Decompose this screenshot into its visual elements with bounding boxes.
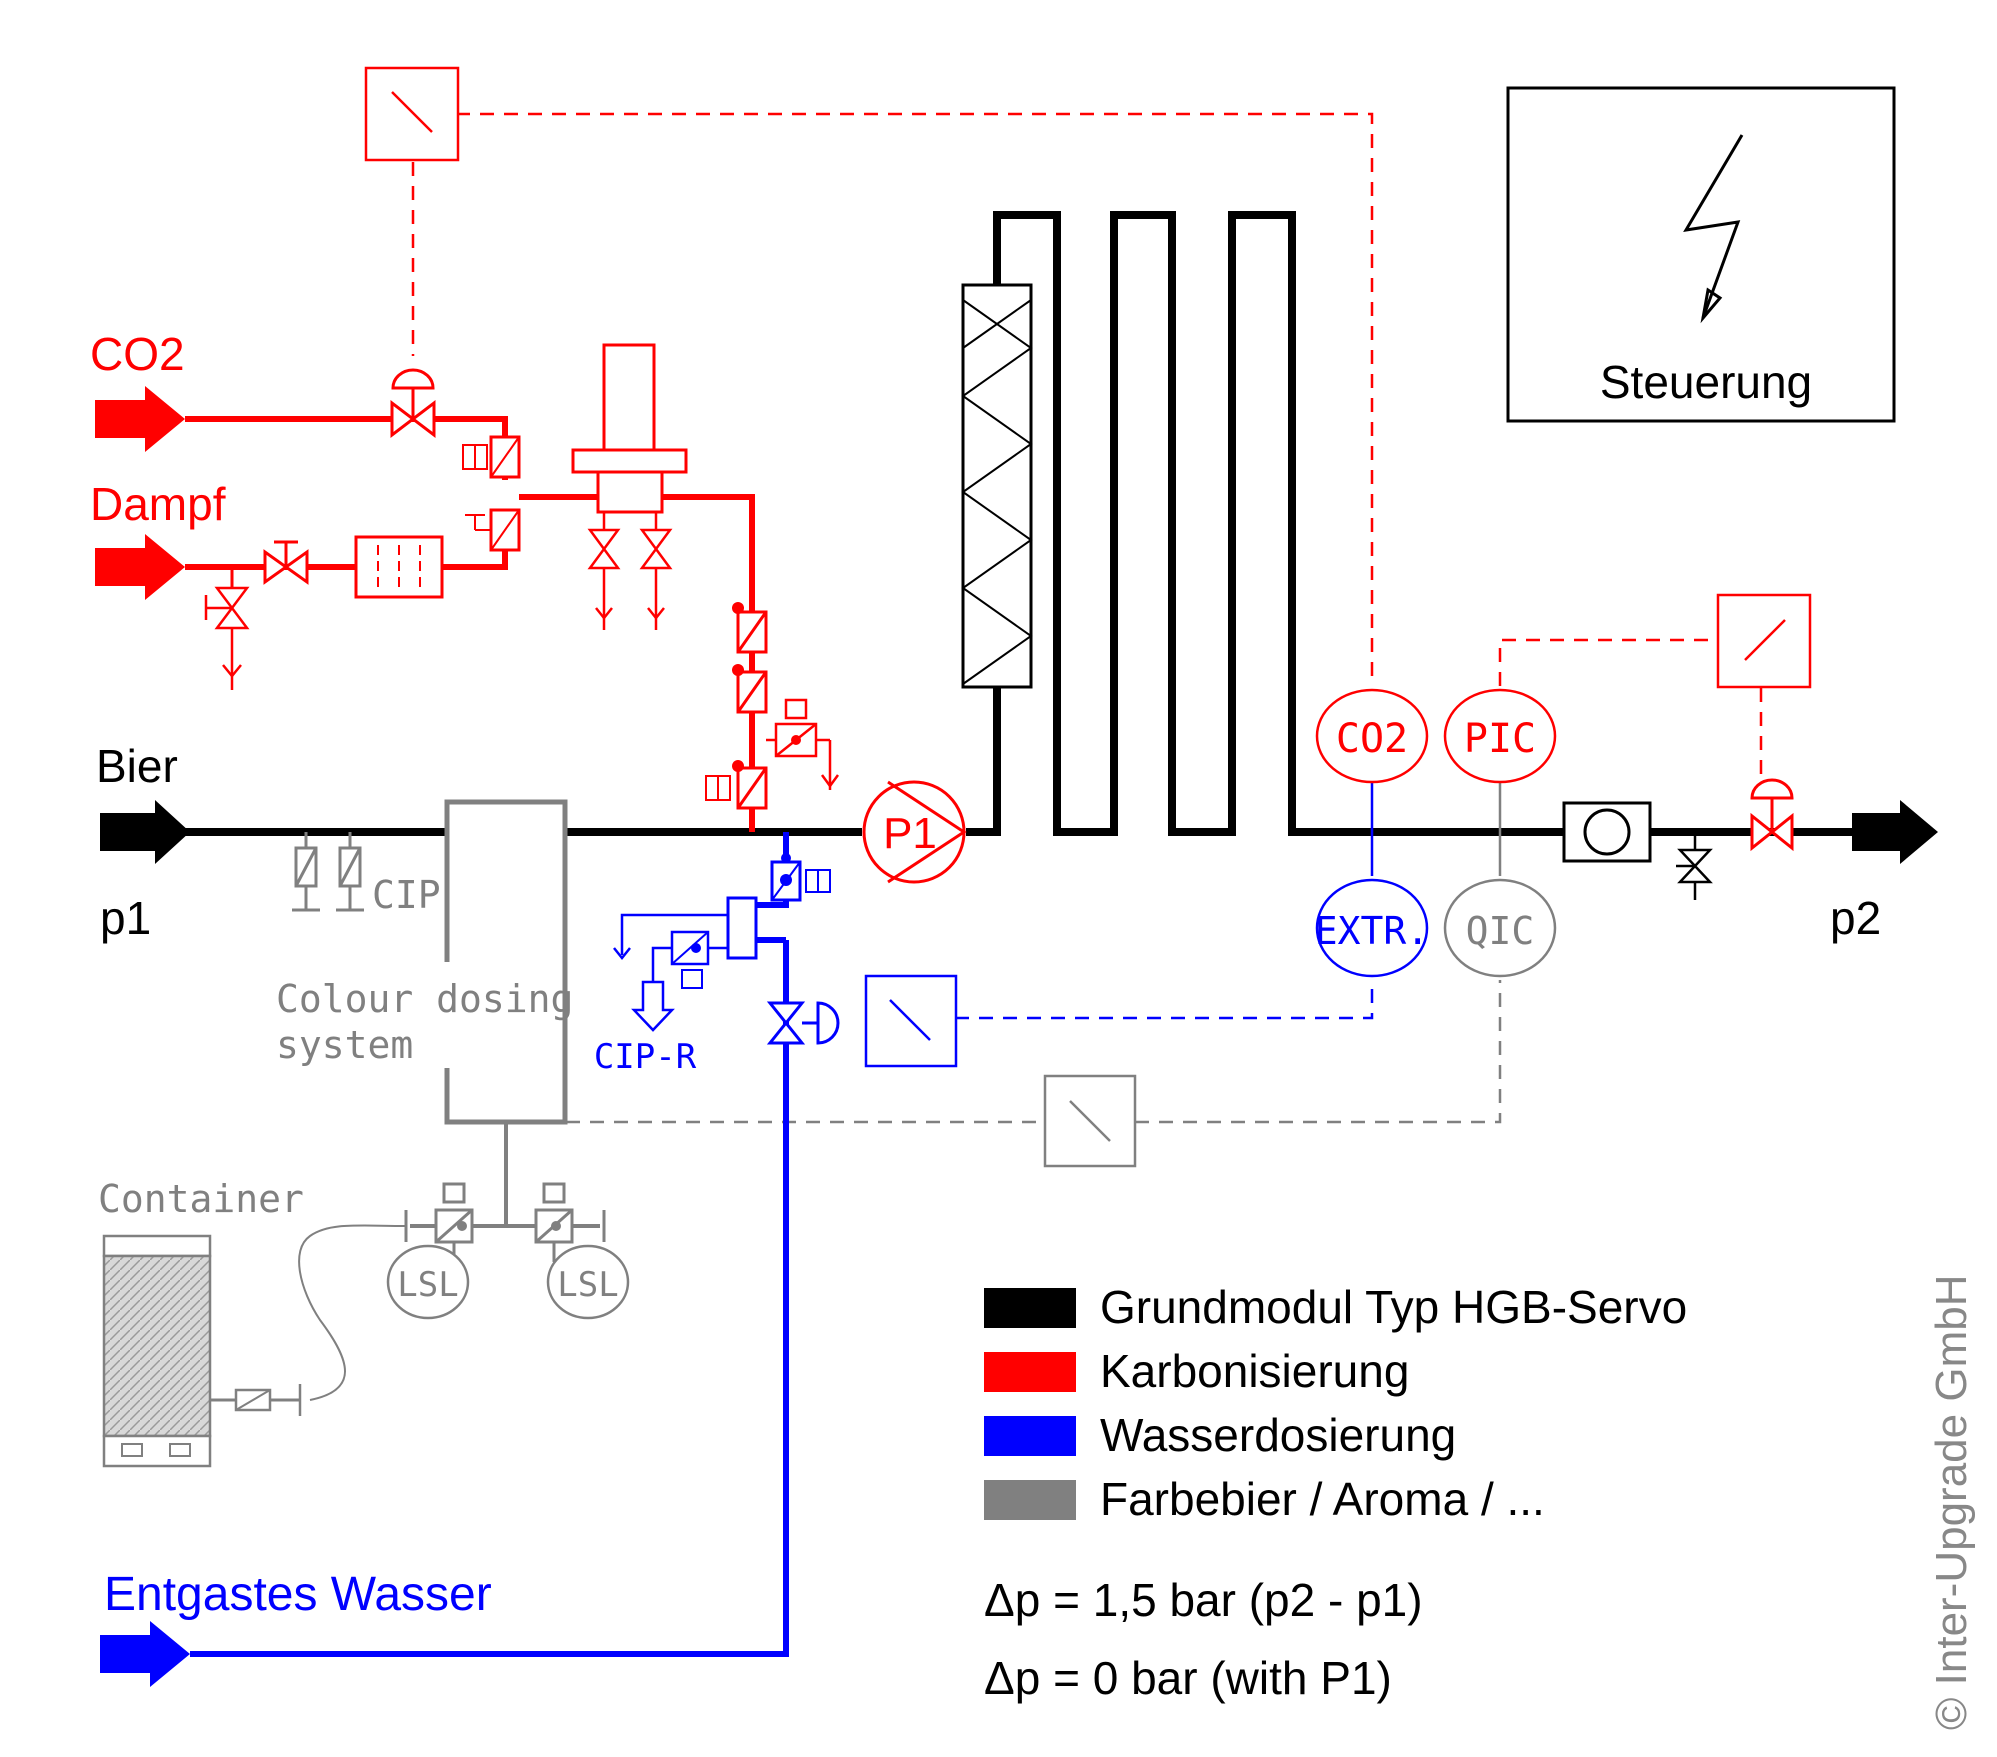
legend-label-water: Wasserdosierung	[1100, 1409, 1456, 1461]
flow-meter	[1562, 801, 1652, 863]
cip-label: CIP	[372, 873, 441, 917]
control-label: Steuerung	[1600, 356, 1812, 408]
legend-swatch-base	[984, 1288, 1076, 1328]
water-inlet-arrow	[100, 1621, 190, 1687]
beer-inlet-arrow	[100, 800, 190, 864]
beer-outlet-arrow	[1852, 800, 1938, 864]
steam-inlet-arrow	[95, 534, 185, 600]
cip-r-label: CIP-R	[594, 1037, 697, 1077]
delta-p-note-2: Δp = 0 bar (with P1)	[984, 1652, 1392, 1704]
steam-inlet-label: Dampf	[90, 478, 226, 530]
container-body	[102, 1254, 212, 1438]
legend-swatch-colour	[984, 1480, 1076, 1520]
legend: Grundmodul Typ HGB-Servo Karbonisierung …	[984, 1281, 1687, 1704]
legend-label-carbonation: Karbonisierung	[1100, 1345, 1409, 1397]
carbonation-signal-lines	[411, 112, 1763, 780]
colour-dosing-label-1: Colour dosing	[276, 977, 573, 1021]
co2-inlet-label: CO2	[90, 328, 185, 380]
copyright-text: © Inter-Upgrade GmbH	[1927, 1275, 1976, 1730]
colour-dosing-system: Colour dosing system CIP	[98, 799, 630, 1468]
lsl-left-label: LSL	[397, 1265, 458, 1305]
lsl-right-label: LSL	[557, 1265, 618, 1305]
instrument-qic: QIC	[1443, 878, 1557, 978]
legend-swatch-carbonation	[984, 1352, 1076, 1392]
delta-p-note-1: Δp = 1,5 bar (p2 - p1)	[984, 1574, 1423, 1626]
pressure-controller-box	[1716, 593, 1812, 689]
pump-label: P1	[883, 809, 937, 858]
colour-controller-box	[1043, 1074, 1137, 1168]
control-box: Steuerung	[1506, 86, 1896, 423]
extr-label: EXTR.	[1315, 909, 1429, 953]
p1-label: p1	[100, 892, 151, 944]
pump-p1: P1	[862, 780, 967, 884]
colour-signal-lines	[566, 980, 1502, 1124]
instrument-pic: PIC	[1443, 688, 1557, 876]
water-signal-lines	[955, 980, 1374, 1020]
qic-label: QIC	[1466, 909, 1535, 953]
sample-valve	[1676, 832, 1713, 900]
legend-swatch-water	[984, 1416, 1076, 1456]
p2-label: p2	[1830, 892, 1881, 944]
water-inlet-label: Entgastes Wasser	[104, 1568, 492, 1621]
beer-inlet-label: Bier	[96, 740, 178, 792]
water-dosing-system: CIP-R	[100, 832, 958, 1687]
instrument-co2: CO2	[1315, 688, 1429, 876]
instrument-extr: EXTR.	[1315, 878, 1429, 978]
legend-label-base: Grundmodul Typ HGB-Servo	[1100, 1281, 1687, 1333]
static-mixer	[961, 283, 1033, 689]
co2-sensor-label: CO2	[1336, 716, 1408, 762]
pic-label: PIC	[1464, 716, 1536, 762]
legend-label-colour: Farbebier / Aroma / ...	[1100, 1473, 1545, 1525]
co2-inlet-arrow	[95, 386, 185, 452]
pressure-control-valve	[1750, 778, 1794, 852]
co2-controller-box	[364, 66, 460, 162]
carbonation-system	[95, 343, 840, 832]
colour-dosing-label-2: system	[276, 1023, 413, 1067]
container-label: Container	[98, 1177, 304, 1221]
